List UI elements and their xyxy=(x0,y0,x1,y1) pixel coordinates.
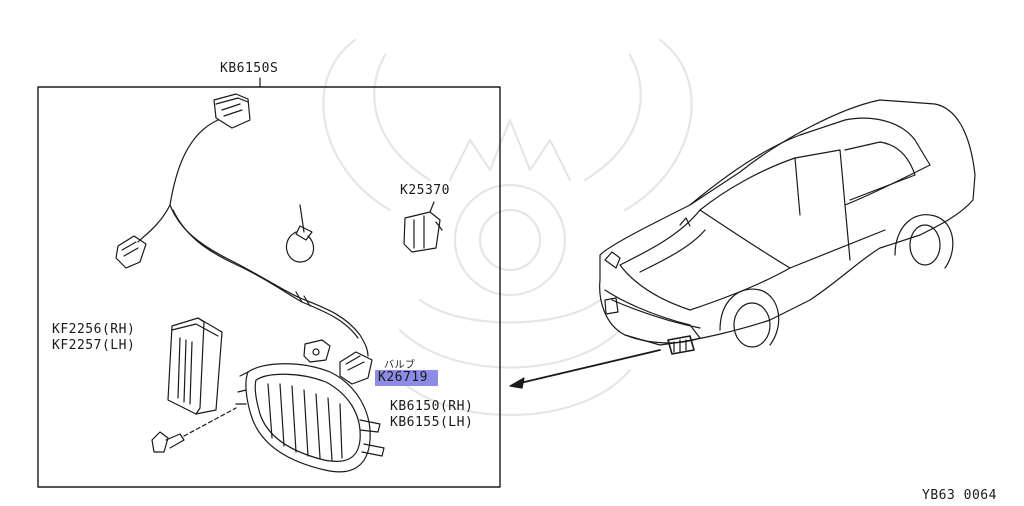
cover-part xyxy=(167,317,223,415)
watermark-emblem xyxy=(322,38,693,417)
car-illustration xyxy=(599,99,976,355)
cover-rh-label[interactable]: KF2256(RH) xyxy=(52,322,136,337)
clip-label[interactable]: K25370 xyxy=(400,183,450,198)
diagram-box xyxy=(37,86,501,488)
lamp-rh-label[interactable]: KB6150(RH) xyxy=(390,399,474,414)
bracket xyxy=(303,339,331,363)
fog-lamp-part xyxy=(235,363,385,473)
bulb-highlight xyxy=(375,370,438,386)
clip-part xyxy=(403,201,443,253)
figure-id: YB63 0064 xyxy=(922,488,997,503)
screw xyxy=(151,407,237,453)
connector-top xyxy=(213,93,251,129)
harness-wire xyxy=(137,119,369,357)
cable-tie xyxy=(285,204,315,263)
cover-lh-label[interactable]: KF2257(LH) xyxy=(52,338,136,353)
bulb-label[interactable]: K26719 xyxy=(378,370,428,385)
bulb-jp-label: バルブ xyxy=(384,360,416,371)
location-arrow xyxy=(509,349,661,389)
lamp-lh-label[interactable]: KB6155(LH) xyxy=(390,415,474,430)
connector-left xyxy=(115,235,147,269)
bulb-socket xyxy=(339,351,373,385)
assembly-label-text[interactable]: KB6150S xyxy=(220,61,279,76)
